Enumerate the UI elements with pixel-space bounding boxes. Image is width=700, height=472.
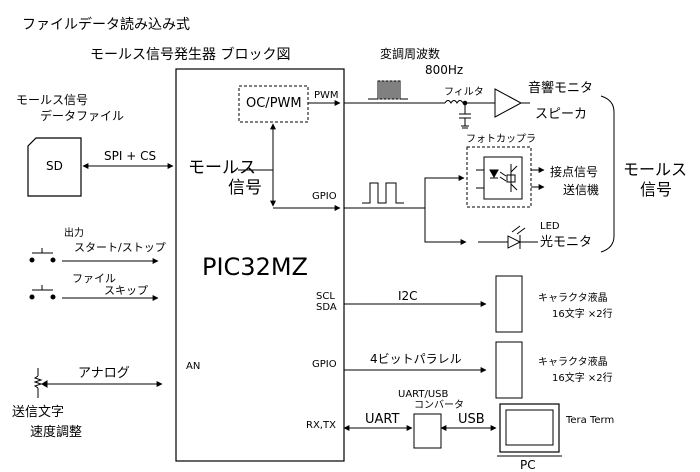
parallel-label: 4ビットパラレル xyxy=(370,352,462,366)
led-label: LED xyxy=(540,221,560,232)
button-skip xyxy=(29,285,56,300)
pin-pwm: PWM xyxy=(314,90,339,101)
photocoupler-internals xyxy=(476,156,545,200)
gpio-to-led xyxy=(424,208,467,245)
morse-output-bracket xyxy=(600,95,615,253)
sd-card-shape xyxy=(27,137,82,197)
light-monitor-label: 光モニタ xyxy=(540,235,593,250)
i2c-label: I2C xyxy=(398,289,418,303)
pc-label: PC xyxy=(520,458,536,472)
photocoupler-label: フォトカップラ xyxy=(466,134,536,145)
filter-resistor xyxy=(444,100,464,104)
converter-line2: コンバータ xyxy=(414,400,464,411)
sd-caption-line1: モールス信号 xyxy=(16,93,89,107)
analog-caption-line1: 送信文字 xyxy=(12,405,65,420)
pc-monitor-icon xyxy=(497,403,562,457)
lcd1-spec: 16文字 ×2行 xyxy=(552,309,613,320)
usb-converter-box xyxy=(413,413,442,449)
analog-caption-line2: 速度調整 xyxy=(30,425,83,440)
spi-label: SPI + CS xyxy=(104,149,157,163)
analog-label: アナログ xyxy=(78,366,130,381)
mcu-morse-line1: モールス xyxy=(188,158,256,178)
pin-sda: SDA xyxy=(316,302,337,313)
tera-term-label: Tera Term xyxy=(566,415,615,426)
potentiometer-symbol xyxy=(33,368,58,398)
lcd2-spec: 16文字 ×2行 xyxy=(552,373,613,384)
title-line2: モールス信号発生器 ブロック図 xyxy=(90,47,291,63)
converter-line1: UART/USB xyxy=(398,389,449,400)
sd-label: SD xyxy=(46,159,63,173)
photocoupler-dashed-box xyxy=(466,146,532,208)
lcd1-box xyxy=(495,275,523,333)
sd-caption-line2: データファイル xyxy=(40,109,125,123)
led-symbol xyxy=(478,225,527,249)
uart-label: UART xyxy=(365,412,400,427)
contact-signal-line1: 接点信号 xyxy=(550,165,599,179)
speaker-label: スピーカ xyxy=(535,107,588,122)
button-start-stop xyxy=(29,248,56,263)
mod-freq-line1: 変調周波数 xyxy=(380,47,441,61)
oc-pwm-label: OC/PWM xyxy=(246,96,302,111)
gpio-to-photocoupler xyxy=(424,175,465,208)
lcd2-box xyxy=(495,341,523,399)
pin-scl: SCL xyxy=(316,291,335,302)
file-label: ファイル xyxy=(72,272,116,285)
filter-capacitor xyxy=(459,103,471,129)
buttons-header: 出力 xyxy=(64,228,84,239)
pin-gpio1: GPIO xyxy=(312,191,337,202)
mcu-name: PIC32MZ xyxy=(202,253,308,281)
pic32mz-block xyxy=(175,68,345,462)
start-stop-label: スタート/ストップ xyxy=(74,241,166,254)
oc-pwm-box xyxy=(238,85,309,123)
amplifier-triangle xyxy=(494,88,523,118)
morse-output-line1: モールス xyxy=(623,160,688,179)
title-line1: ファイルデータ読み込み式 xyxy=(22,17,190,33)
gpio-waveform xyxy=(362,182,404,204)
mcu-morse-line2: 信号 xyxy=(228,178,262,198)
lcd2-name: キャラクタ液晶 xyxy=(538,357,608,368)
pin-an: AN xyxy=(186,361,201,372)
audio-monitor-label: 音響モニタ xyxy=(528,81,594,96)
lcd1-name: キャラクタ液晶 xyxy=(538,293,608,304)
filter-label: フィルタ xyxy=(444,87,484,98)
usb-label: USB xyxy=(458,412,485,427)
contact-signal-line2: 送信機 xyxy=(563,183,600,197)
morse-output-line2: 信号 xyxy=(640,180,673,199)
mod-freq-line2: 800Hz xyxy=(425,63,464,77)
pin-rxtx: RX,TX xyxy=(306,420,336,431)
pin-gpio2: GPIO xyxy=(312,359,337,370)
pwm-waveform xyxy=(368,80,408,100)
skip-label: スキップ xyxy=(104,284,148,297)
